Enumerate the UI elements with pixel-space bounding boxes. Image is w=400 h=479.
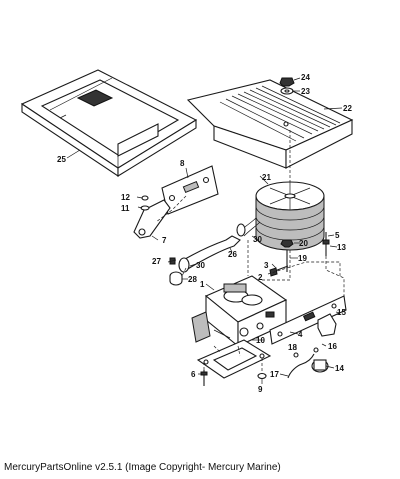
part-hose-clamp[interactable] bbox=[178, 223, 246, 273]
callout-8: 8 bbox=[180, 159, 185, 168]
part-base-stud[interactable] bbox=[200, 370, 208, 386]
callout-24: 24 bbox=[301, 73, 310, 82]
callout-27: 27 bbox=[152, 257, 161, 266]
assembly-leader-lines bbox=[155, 130, 345, 374]
image-copyright: MercuryPartsOnline v2.5.1 (Image Copyrig… bbox=[4, 462, 281, 473]
callout-7: 7 bbox=[162, 236, 167, 245]
callout-19: 19 bbox=[298, 254, 307, 263]
part-fuel-filter[interactable] bbox=[311, 359, 329, 373]
part-vent-hose[interactable] bbox=[179, 217, 261, 271]
part-nut[interactable] bbox=[279, 77, 295, 87]
part-small-bracket[interactable] bbox=[317, 313, 337, 337]
callout-20: 20 bbox=[299, 239, 308, 248]
callout-25: 25 bbox=[57, 155, 66, 164]
callout-leaders bbox=[66, 77, 343, 384]
part-fuel-line[interactable] bbox=[287, 347, 319, 379]
callout-9: 9 bbox=[258, 385, 263, 394]
callout-22: 22 bbox=[343, 104, 352, 113]
part-bracket[interactable] bbox=[161, 165, 219, 215]
part-stud[interactable] bbox=[322, 232, 330, 256]
callout-26: 26 bbox=[228, 250, 237, 259]
part-base-gasket[interactable] bbox=[196, 339, 272, 379]
part-gasket-plate[interactable] bbox=[269, 295, 347, 345]
part-carburetor[interactable] bbox=[191, 275, 288, 348]
callout-21: 21 bbox=[262, 173, 271, 182]
callout-labels: 25 22 23 24 8 21 12 11 7 30 26 27 30 28 … bbox=[57, 73, 352, 394]
part-flame-arrestor-cover[interactable] bbox=[20, 69, 198, 178]
part-stud-long[interactable] bbox=[280, 239, 294, 272]
part-throttle-arm[interactable] bbox=[133, 195, 171, 239]
callout-14: 14 bbox=[335, 364, 344, 373]
callout-18: 18 bbox=[288, 343, 297, 352]
callout-17: 17 bbox=[270, 370, 279, 379]
callout-15: 15 bbox=[337, 308, 346, 317]
part-flame-arrestor[interactable] bbox=[255, 181, 325, 251]
part-air-silencer-cover[interactable] bbox=[186, 79, 354, 169]
callout-12: 12 bbox=[121, 193, 130, 202]
callout-1: 1 bbox=[200, 280, 205, 289]
callout-16: 16 bbox=[328, 342, 337, 351]
callout-5: 5 bbox=[335, 231, 340, 240]
callout-4: 4 bbox=[298, 330, 303, 339]
callout-23: 23 bbox=[301, 87, 310, 96]
part-choke-rod[interactable] bbox=[269, 265, 289, 277]
callout-30: 30 bbox=[253, 235, 262, 244]
callout-28: 28 bbox=[188, 275, 197, 284]
callout-10: 10 bbox=[256, 336, 265, 345]
callout-6: 6 bbox=[191, 370, 196, 379]
part-washer[interactable] bbox=[280, 87, 294, 95]
callout-3: 3 bbox=[264, 261, 269, 270]
part-base-washer[interactable] bbox=[257, 372, 267, 380]
callout-11: 11 bbox=[121, 204, 130, 213]
callout-2: 2 bbox=[258, 273, 263, 282]
callout-30: 30 bbox=[196, 261, 205, 270]
callout-13: 13 bbox=[337, 243, 346, 252]
